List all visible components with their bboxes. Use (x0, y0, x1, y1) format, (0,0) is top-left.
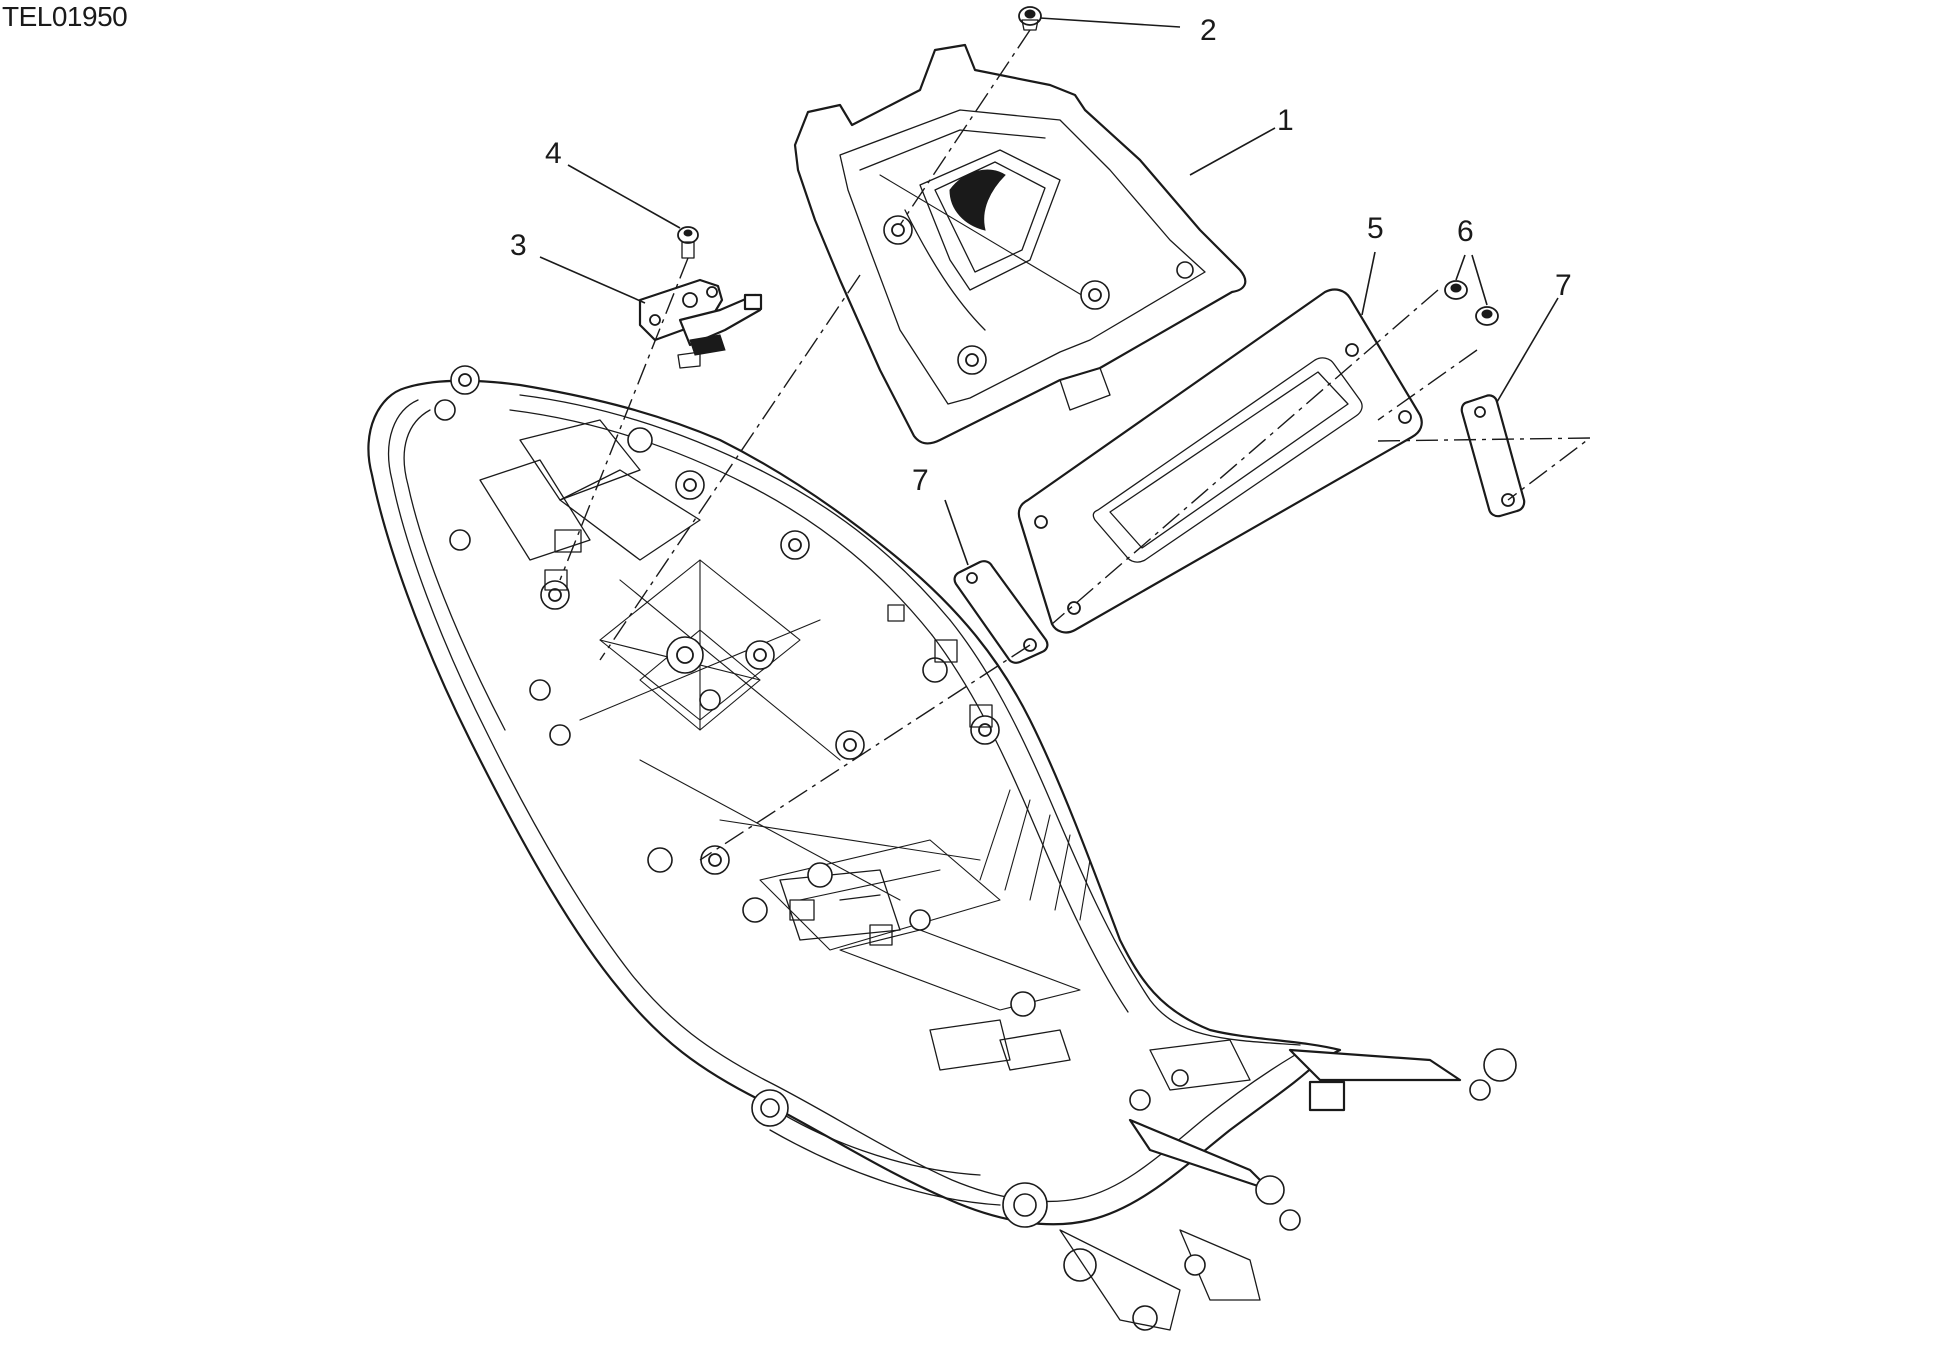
callout-leaders (539, 17, 1559, 566)
part-6-screws (1444, 280, 1499, 326)
callout-label-7-right: 7 (1555, 269, 1572, 302)
seat-frame (367, 365, 1517, 1331)
callout-label-7-left: 7 (912, 464, 929, 497)
callout-label-1: 1 (1277, 104, 1294, 137)
callout-label-4: 4 (545, 137, 562, 170)
part-4-screw (677, 226, 699, 259)
part-2-screw (1018, 6, 1042, 31)
callout-label-3: 3 (510, 229, 527, 262)
diagram-code: TEL01950 (2, 1, 128, 32)
callout-label-2: 2 (1200, 14, 1217, 47)
part-7-strip-right (1460, 394, 1526, 518)
callout-labels: 2 1 4 3 5 6 7 7 (510, 14, 1572, 497)
callout-label-6: 6 (1457, 215, 1474, 248)
callout-label-5: 5 (1367, 212, 1384, 245)
part-3-latch-bracket (638, 278, 763, 369)
part-5-cover-plate (1017, 288, 1423, 634)
part-1-storage-tray (793, 43, 1247, 445)
assembly-centerlines (559, 29, 1593, 861)
part-7-strip-left (953, 560, 1049, 664)
